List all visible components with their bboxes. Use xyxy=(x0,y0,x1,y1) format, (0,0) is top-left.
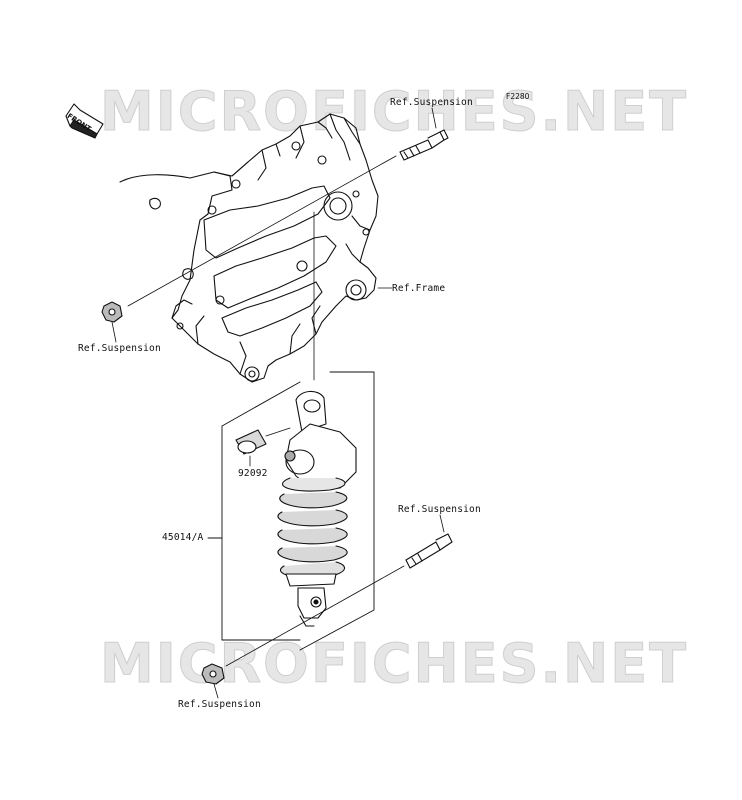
ref-suspension-right-label: Ref.Suspension xyxy=(398,504,481,515)
top-bolt xyxy=(399,129,449,161)
watermark-bottom: MICROFICHES.NET xyxy=(100,632,688,696)
diagram-code: F2280 xyxy=(506,92,530,101)
ref-suspension-bottom-label: Ref.Suspension xyxy=(178,699,261,710)
part-45014-label: 45014/A xyxy=(162,532,204,543)
lower-nut xyxy=(201,663,225,685)
left-nut xyxy=(101,301,123,323)
watermark-top: MICROFICHES.NET xyxy=(100,80,688,144)
ref-frame-label: Ref.Frame xyxy=(392,283,446,294)
shock-absorber xyxy=(277,390,357,627)
part-92092-label: 92092 xyxy=(238,468,268,479)
ref-suspension-top-label: Ref.Suspension xyxy=(390,97,473,108)
front-arrow-icon xyxy=(65,103,104,139)
frame-bracket xyxy=(119,113,379,383)
lower-bolt xyxy=(405,533,453,569)
collar-92092 xyxy=(235,427,291,467)
ref-suspension-left-label: Ref.Suspension xyxy=(78,343,161,354)
